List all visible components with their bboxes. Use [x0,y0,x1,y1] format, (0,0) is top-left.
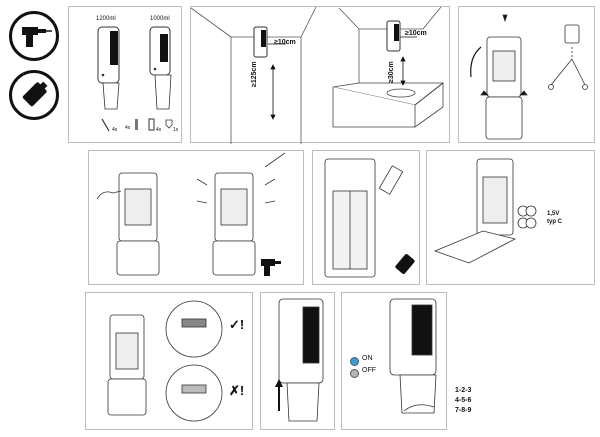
battery-type: typ C [547,219,562,225]
panel-open-cover [458,6,595,143]
wrong-cross-icon: ✗! [229,383,245,398]
correct-check-icon: ✓! [229,317,245,332]
wall-corner-2-drawing [338,7,442,83]
sequence-row-1: 1-2-3 [455,387,472,394]
mounted-dispenser-2 [386,20,401,52]
dispenser-open-drawing [107,314,147,416]
hand-holding-screwdriver [96,190,122,200]
on-label: ON [362,355,373,362]
panel-fit-check: ✓! ✗! [85,292,253,430]
model-label-1200ml: 1200ml [96,16,116,22]
wall-corner-1-drawing [191,7,317,144]
side-clearance-label-1: ≥10cm [274,39,296,46]
battery-icon [395,254,415,274]
sequence-row-3: 7-8-9 [455,407,472,414]
drill-icon [9,11,59,61]
on-indicator [350,357,359,366]
dispenser-open-drawing-left [116,172,160,276]
screw-part [101,118,110,132]
sequence-row-2: 4-5-6 [455,397,472,404]
rotate-arrow-icon [470,46,482,78]
mounted-dispenser-1 [253,26,268,58]
anchor-part [135,119,138,130]
battery-voltage: 1,5V [547,211,560,217]
zoom-circle-correct [165,300,223,358]
dispenser-front-drawing [278,298,324,422]
screw-arrows [196,152,286,204]
panel-wall-mount [88,150,304,285]
back-plate-drawing [324,158,376,278]
screw-qty: 4x [112,127,118,133]
anchor-qty: 4x [125,125,131,131]
key-part [165,119,173,129]
zoom-circle-wrong [165,364,223,422]
side-clearance-label-2: ≥10cm [405,30,427,37]
panel-close-lid [260,292,335,430]
battery-pack [517,205,537,229]
hand-under-sensor [403,404,435,412]
push-up-arrow-icon [275,379,283,411]
dispenser-1200ml-drawing [97,26,120,110]
refill-tube-drawing [378,165,404,195]
dispenser-tilted-open [433,158,517,264]
battery-qty: 4x [156,127,162,133]
dispenser-final-drawing [389,298,437,414]
battery-icon [9,70,59,120]
panel-models-and-parts: 1200ml 1000ml 4x 4x 4x 1x [68,6,182,143]
sink-height-label: ≥30cm [388,61,395,83]
off-indicator [350,369,359,378]
sink-counter-drawing [332,82,445,128]
battery-part [148,118,155,131]
panel-insert-refill [312,150,420,285]
panel-batteries: 1,5V typ C [426,150,595,285]
model-label-1000ml: 1000ml [150,16,170,22]
open-dispenser-drawing [480,14,528,140]
key-qty: 1x [173,127,179,133]
panel-on-off: ON OFF [341,292,447,430]
panel-mounting-clearances: ≥10cm ≥125cm ≥10cm ≥30cm [190,6,450,144]
bag-refill-drawing [548,24,588,90]
dispenser-1000ml-drawing [149,26,172,110]
off-label: OFF [362,367,376,374]
dispenser-open-drawing-right [212,172,256,276]
drill-icon [261,259,281,276]
floor-height-label: ≥125cm [251,61,258,87]
